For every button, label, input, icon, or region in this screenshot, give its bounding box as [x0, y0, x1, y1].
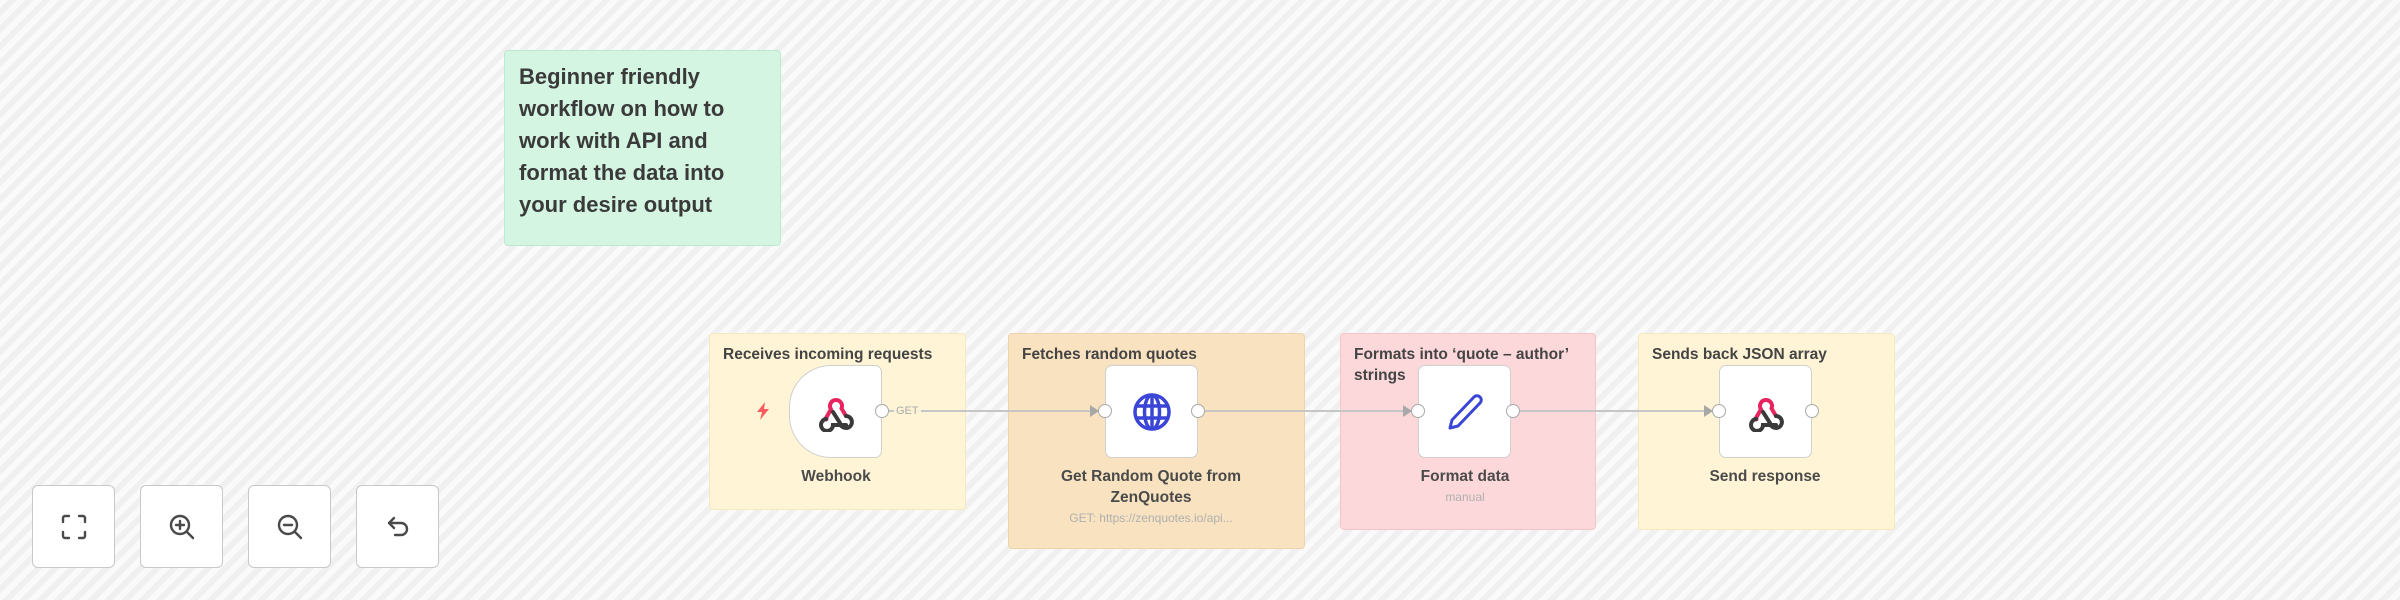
node-webhook[interactable]	[789, 365, 882, 458]
intro-note-text: Beginner friendly workflow on how to wor…	[519, 64, 725, 217]
input-handle-format[interactable]	[1411, 404, 1425, 418]
node-format-data[interactable]	[1418, 365, 1511, 458]
node-subtitle-format: manual	[1445, 490, 1485, 504]
output-handle-webhook[interactable]	[875, 404, 889, 418]
connection-label: GET	[894, 404, 921, 418]
connection-webhook-to-http[interactable]	[889, 410, 1099, 412]
fit-view-icon	[61, 514, 86, 539]
output-handle-http[interactable]	[1191, 404, 1205, 418]
sticky-receives-requests[interactable]: Receives incoming requests	[709, 333, 966, 510]
node-get-random-quote[interactable]	[1105, 365, 1198, 458]
webhook-icon	[1748, 397, 1784, 432]
sticky-title: Formats into ‘quote – author’ strings	[1354, 346, 1569, 384]
pencil-icon	[1448, 393, 1483, 429]
intro-sticky-note[interactable]: Beginner friendly workflow on how to wor…	[504, 50, 781, 246]
node-label-webhook: Webhook	[801, 468, 871, 485]
sticky-title: Sends back JSON array	[1652, 346, 1827, 363]
globe-icon	[1132, 392, 1171, 431]
arrow-head-icon	[1403, 405, 1412, 417]
sticky-title: Fetches random quotes	[1022, 346, 1197, 363]
node-label-http: Get Random Quote from ZenQuotes	[1061, 468, 1241, 506]
node-send-response[interactable]	[1719, 365, 1812, 458]
input-handle-http[interactable]	[1098, 404, 1112, 418]
zoom-in-icon	[169, 514, 194, 539]
output-handle-respond[interactable]	[1805, 404, 1819, 418]
reset-zoom-button[interactable]	[356, 485, 439, 568]
sticky-title: Receives incoming requests	[723, 346, 933, 363]
zoom-out-icon	[277, 514, 302, 539]
arrow-head-icon	[1090, 405, 1099, 417]
node-label-format: Format data	[1420, 468, 1510, 485]
connection-http-to-format[interactable]	[1204, 410, 1412, 412]
fit-view-button[interactable]	[32, 485, 115, 568]
zoom-in-button[interactable]	[140, 485, 223, 568]
zoom-out-button[interactable]	[248, 485, 331, 568]
webhook-icon	[818, 397, 854, 432]
node-subtitle-http: GET: https://zenquotes.io/api...	[1069, 511, 1233, 525]
arrow-head-icon	[1704, 405, 1713, 417]
output-handle-format[interactable]	[1506, 404, 1520, 418]
connection-format-to-respond[interactable]	[1520, 410, 1713, 412]
input-handle-respond[interactable]	[1712, 404, 1726, 418]
undo-icon	[387, 516, 408, 536]
node-label-respond: Send response	[1709, 468, 1821, 485]
trigger-lightning-icon	[757, 402, 769, 420]
